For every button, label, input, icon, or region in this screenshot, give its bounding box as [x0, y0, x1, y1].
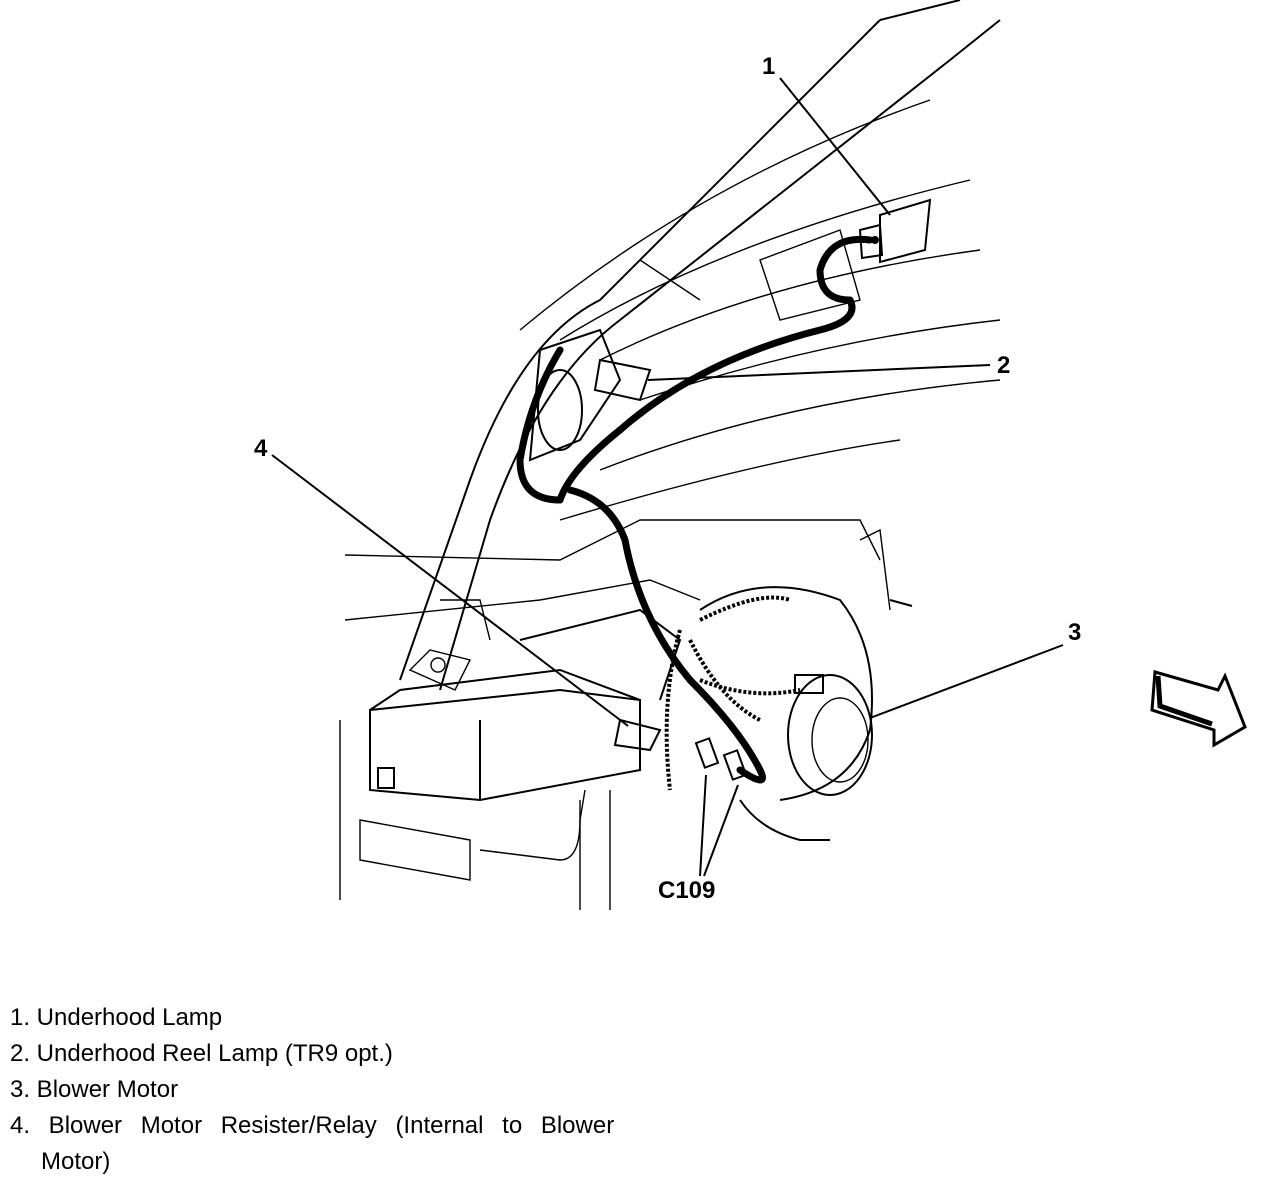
wiring-harness [516, 235, 874, 791]
front-of-vehicle-arrow-icon [1150, 670, 1247, 748]
underhood-lamp [858, 198, 932, 264]
callout-2-label: 2 [997, 352, 1010, 379]
legend-item-4-continuation: Motor) [41, 1148, 111, 1175]
legend-item-1: 1. Underhood Lamp [10, 1004, 223, 1031]
underhood-wiring-diagram: 1 2 3 4 C109 [254, 0, 1247, 910]
reel-lamp [528, 328, 652, 462]
callout-1: 1 [762, 53, 891, 216]
callout-1-label: 1 [762, 53, 775, 80]
callout-4-label: 4 [254, 435, 268, 462]
hood-outline [399, 0, 1001, 691]
legend-item-4: 4. Blower Motor Resister/Relay (Internal… [10, 1112, 615, 1139]
callout-c109: C109 [658, 774, 739, 904]
legend: 1. Underhood Lamp 2. Underhood Reel Lamp… [10, 1000, 614, 1180]
callout-4: 4 [254, 435, 629, 727]
engine-compartment [339, 519, 881, 910]
legend-item-3: 3. Blower Motor [10, 1076, 179, 1103]
callout-3-label: 3 [1068, 619, 1081, 646]
connector-c109-label: C109 [658, 877, 715, 904]
blower-motor [699, 528, 913, 841]
legend-item-2: 2. Underhood Reel Lamp (TR9 opt.) [10, 1040, 393, 1067]
callout-3: 3 [869, 619, 1081, 719]
callout-2: 2 [647, 352, 1010, 381]
